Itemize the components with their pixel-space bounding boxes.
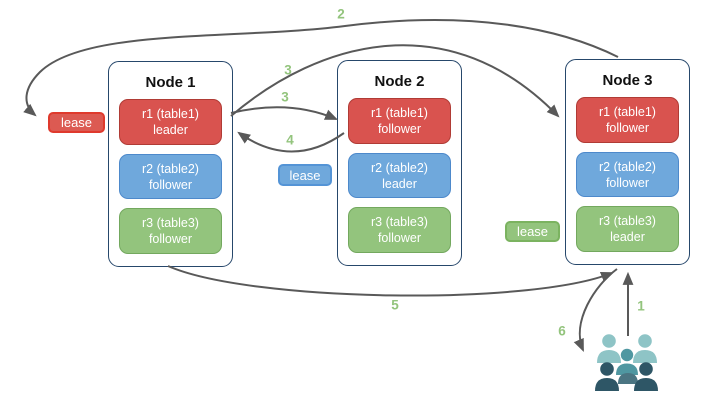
replica-name: r1 (table1) (599, 104, 656, 119)
step-label-6: 6 (558, 323, 566, 339)
node2-replica-r3: r3 (table3) follower (348, 207, 451, 254)
replica-name: r1 (table1) (142, 106, 199, 121)
node1-replica-r2: r2 (table2) follower (119, 153, 222, 200)
replica-role: follower (377, 231, 422, 246)
node-2-panel: Node 2 r1 (table1) follower r2 (table2) … (337, 60, 462, 266)
lease-badge-table1: lease (48, 112, 105, 133)
step-label-3a: 3 (284, 62, 292, 78)
node3-replica-r3: r3 (table3) leader (576, 206, 679, 253)
replica-name: r2 (table2) (371, 160, 428, 175)
node2-replica-r1: r1 (table1) follower (348, 98, 451, 144)
node-1-title: Node 1 (145, 74, 196, 91)
replica-role: leader (153, 122, 188, 137)
replica-name: r2 (table2) (599, 159, 656, 174)
node-1-panel: Node 1 r1 (table1) leader r2 (table2) fo… (108, 61, 233, 267)
node2-replica-r2: r2 (table2) leader (348, 152, 451, 199)
arrow-step-3-to-node2 (230, 106, 338, 120)
replica-name: r2 (table2) (142, 161, 199, 176)
step-label-4: 4 (286, 132, 294, 148)
node-2-title: Node 2 (374, 73, 425, 90)
node3-replica-r1: r1 (table1) follower (576, 97, 679, 143)
users-group-icon (595, 334, 658, 391)
replica-name: r3 (table3) (371, 215, 428, 230)
step-label-1: 1 (637, 298, 645, 314)
arrow-step-5 (167, 265, 615, 297)
replica-name: r3 (table3) (599, 214, 656, 229)
replica-role: leader (382, 176, 417, 191)
lease-badge-table3: lease (505, 221, 560, 242)
node1-replica-r1: r1 (table1) leader (119, 99, 222, 145)
node-3-title: Node 3 (602, 72, 653, 89)
replica-role: follower (148, 232, 193, 247)
lease-badge-table2: lease (278, 164, 332, 186)
replica-role: follower (605, 175, 650, 190)
node3-replica-r2: r2 (table2) follower (576, 151, 679, 198)
arrow-step-6 (573, 268, 618, 352)
step-label-2: 2 (337, 6, 345, 22)
replica-role: follower (605, 120, 650, 135)
replica-role: leader (610, 230, 645, 245)
step-label-5: 5 (391, 297, 399, 313)
replica-role: follower (148, 177, 193, 192)
step-label-3b: 3 (281, 89, 289, 105)
replica-name: r1 (table1) (371, 105, 428, 120)
node1-replica-r3: r3 (table3) follower (119, 208, 222, 255)
node-3-panel: Node 3 r1 (table1) follower r2 (table2) … (565, 59, 690, 265)
replica-role: follower (377, 121, 422, 136)
replica-name: r3 (table3) (142, 216, 199, 231)
